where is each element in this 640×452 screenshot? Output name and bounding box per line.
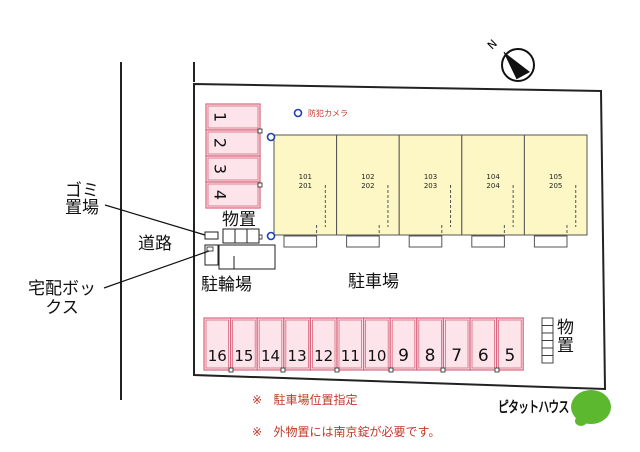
boundary-marker	[228, 367, 234, 373]
unit-number-upper: 102	[361, 173, 374, 181]
unit-entrance	[533, 235, 568, 248]
garbage-leader-line	[104, 204, 206, 236]
note-mark: ※	[252, 425, 263, 439]
unit-number-upper: 103	[424, 173, 437, 181]
garbage-area-box	[204, 231, 219, 240]
parking-space-number: 15	[234, 347, 253, 365]
parking-space-11: 11	[336, 317, 365, 371]
parking-space-13: 13	[283, 317, 311, 371]
unit-entrance	[408, 235, 443, 248]
storage-shed-top	[222, 228, 260, 244]
unit-number-lower: 204	[486, 182, 500, 190]
logo-mark	[571, 390, 611, 424]
camera-legend-icon	[293, 108, 303, 118]
delivery-box-slot	[206, 246, 214, 252]
security-camera-icon	[266, 231, 276, 241]
bicycle-parking-label: 駐輪場	[201, 275, 252, 295]
boundary-marker	[257, 128, 263, 134]
unit-number-lower: 201	[299, 182, 312, 190]
garbage-area-label: ゴミ置場	[65, 181, 99, 218]
parking-space-number: 6	[478, 346, 489, 366]
parking-space-number: 4	[211, 190, 230, 200]
parking-space-number: 3	[211, 164, 230, 174]
delivery-box-label: 宅配ボックス	[28, 279, 96, 318]
parking-space-8: 8	[416, 317, 444, 371]
parking-space-16: 16	[203, 317, 232, 371]
logo-mark-tail	[575, 416, 587, 426]
boundary-marker	[334, 367, 340, 373]
parking-space-14: 14	[256, 317, 285, 371]
parking-lot-label: 駐車場	[348, 272, 399, 292]
parking-space-15: 15	[230, 317, 258, 371]
parking-space-number: 7	[451, 346, 462, 366]
unit-number-lower: 203	[424, 182, 437, 190]
left-parking-group: 1 2 3 4	[205, 103, 263, 240]
parking-space-number: 2	[211, 138, 230, 148]
parking-space-2: 2	[205, 129, 261, 157]
company-logo-text: ピタットハウス	[498, 398, 569, 416]
parking-space-number: 14	[261, 347, 280, 365]
delivery-box	[204, 244, 219, 266]
unit-number-upper: 104	[486, 173, 500, 181]
bicycle-parking-area	[218, 244, 276, 270]
unit-entrance	[283, 235, 318, 248]
unit-number-upper: 105	[549, 173, 562, 181]
parking-space-9: 9	[389, 317, 418, 371]
parking-space-number: 8	[425, 346, 436, 366]
unit-number-lower: 205	[549, 182, 562, 190]
security-camera-icon	[266, 132, 276, 142]
boundary-marker	[494, 367, 500, 373]
unit-entrance	[471, 235, 505, 248]
note-padlock-required: ※ 外物置には南京錠が必要です。	[252, 423, 440, 440]
parking-space-number: 12	[314, 347, 333, 365]
parking-space-12: 12	[309, 317, 338, 371]
parking-space-number: 10	[367, 347, 386, 365]
delivery-box-leader-line	[103, 250, 210, 289]
parking-space-number: 13	[288, 347, 307, 365]
parking-space-1: 1	[205, 103, 261, 131]
boundary-marker	[388, 367, 394, 373]
unit-number-lower: 202	[361, 182, 374, 190]
compass-label: N	[485, 37, 500, 52]
parking-space-4: 4	[205, 181, 261, 209]
parking-space-number: 9	[398, 346, 409, 366]
compass-icon: N	[485, 37, 535, 82]
parking-space-number: 11	[341, 347, 360, 365]
parking-space-number: 16	[208, 347, 227, 365]
parking-space-10: 10	[363, 317, 391, 371]
parking-space-number: 5	[504, 346, 515, 366]
parking-space-3: 3	[205, 155, 261, 183]
parking-space-6: 6	[469, 317, 498, 371]
boundary-marker	[440, 367, 446, 373]
storage-shed-right	[541, 317, 554, 364]
note-padlock-text: 外物置には南京錠が必要です。	[273, 425, 441, 439]
unit-entrance	[346, 235, 380, 248]
boundary-marker	[257, 182, 263, 188]
camera-legend-label: 防犯カメラ	[308, 108, 348, 118]
note-parking-assigned-text: 駐車場位置指定	[273, 393, 358, 407]
boundary-marker	[280, 367, 286, 373]
note-mark: ※	[252, 393, 263, 407]
storage-top-label: 物置	[222, 210, 256, 230]
storage-right-label: 物置	[557, 318, 574, 356]
road-label: 道路	[138, 234, 172, 254]
parking-space-number: 1	[211, 112, 230, 122]
parking-space-7: 7	[442, 317, 471, 371]
note-parking-assigned: ※ 駐車場位置指定	[252, 391, 358, 408]
unit-number-upper: 101	[299, 173, 312, 181]
parking-space-5: 5	[496, 317, 524, 371]
